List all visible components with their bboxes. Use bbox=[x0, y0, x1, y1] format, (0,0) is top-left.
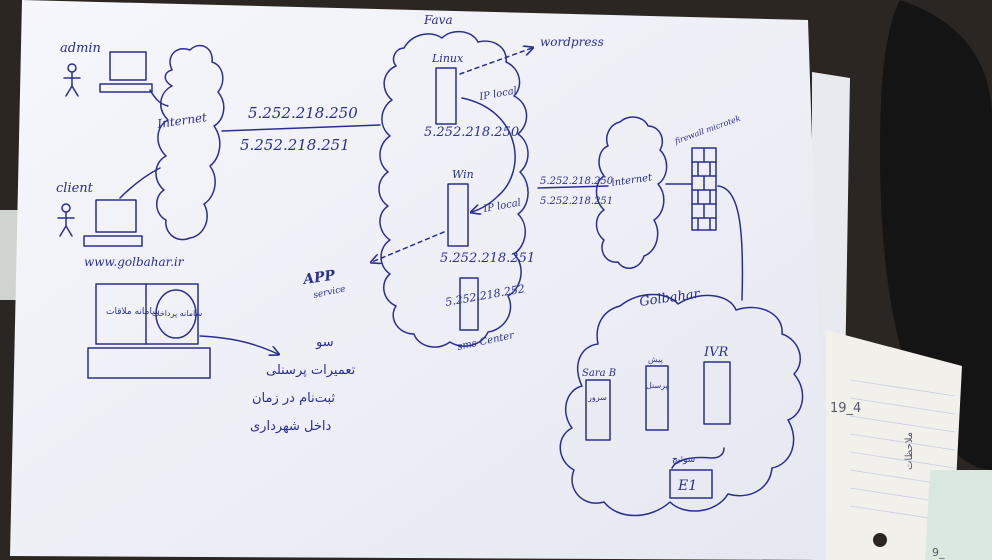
label-fa-note: سو تعمیرات پرسنلی ثبت‌نام در زمان داخل ش… bbox=[250, 335, 359, 434]
firewall-icon bbox=[691, 147, 717, 231]
app-mockup bbox=[87, 283, 278, 379]
label-fa-server-3: پیش bbox=[648, 355, 663, 364]
ip-local-arrow bbox=[461, 97, 516, 212]
label-ip-linux: 5.252.218.250 bbox=[424, 125, 519, 140]
internet-cloud-left bbox=[155, 44, 225, 241]
label-fa-server-1: سرور bbox=[587, 393, 607, 402]
note-line-1: سو bbox=[315, 335, 334, 350]
label-ip1-top: 5.252.218.250 bbox=[248, 104, 358, 122]
sms-server bbox=[459, 277, 479, 331]
admin-computer bbox=[99, 51, 169, 107]
label-ip1-bottom: 5.252.218.251 bbox=[240, 136, 350, 154]
win-server bbox=[447, 183, 469, 247]
label-fa-server-2: پرسنل bbox=[646, 381, 668, 390]
label-ip-right-bottom: 5.252.218.251 bbox=[540, 196, 613, 207]
label-fa-box-left: سامانه ملاقات bbox=[106, 307, 160, 317]
linux-server bbox=[435, 67, 457, 125]
internet-cloud-right bbox=[595, 116, 668, 269]
firewall-to-golbahar-line bbox=[717, 185, 744, 301]
note-line-2: تعمیرات پرسنلی bbox=[266, 363, 356, 378]
label-app: APP bbox=[300, 268, 336, 289]
label-server-b: Sara B bbox=[582, 368, 616, 379]
label-ip-win: 5.252.218.251 bbox=[440, 251, 535, 266]
app-service-arrow bbox=[372, 231, 445, 262]
admin-person-icon bbox=[63, 63, 81, 97]
fava-cloud bbox=[378, 30, 529, 348]
golbahar-server-ivr bbox=[703, 361, 731, 425]
label-win: Win bbox=[452, 168, 474, 181]
main-paper bbox=[10, 0, 826, 560]
notebook-hole bbox=[873, 533, 887, 547]
note-line-3: ثبت‌نام در زمان bbox=[252, 391, 335, 406]
wordpress-arrow bbox=[459, 48, 532, 75]
e1-box bbox=[669, 469, 713, 499]
golbahar-cloud bbox=[559, 293, 804, 517]
label-fa-box-right: سامانه پرداخت bbox=[152, 309, 202, 318]
label-side-date: 19_4 bbox=[830, 401, 861, 416]
label-fava: Fava bbox=[423, 13, 453, 27]
label-fa-switch: سوئیچ bbox=[672, 455, 695, 465]
label-wordpress: wordpress bbox=[540, 35, 604, 49]
label-site: www.golbahar.ir bbox=[84, 255, 185, 269]
label-e1: E1 bbox=[677, 478, 697, 494]
label-side-text: ملاحظات bbox=[904, 432, 915, 470]
uplink-line bbox=[221, 124, 381, 132]
golbahar-server-1 bbox=[585, 379, 611, 441]
golbahar-server-2 bbox=[645, 365, 669, 431]
paper-sheet-notebook bbox=[826, 330, 962, 560]
label-ip-right-top: 5.252.218.250 bbox=[540, 176, 614, 187]
label-side-bottom: 9_ bbox=[932, 546, 945, 559]
e1-switch-line bbox=[671, 447, 725, 469]
label-admin: admin bbox=[60, 41, 101, 56]
client-person-icon bbox=[57, 203, 75, 237]
note-line-4: داخل شهرداری bbox=[250, 419, 332, 434]
label-client: client bbox=[56, 181, 94, 196]
label-ivr: IVR bbox=[703, 345, 729, 360]
label-linux: Linux bbox=[431, 52, 464, 65]
paper-sheet-green bbox=[925, 470, 992, 560]
